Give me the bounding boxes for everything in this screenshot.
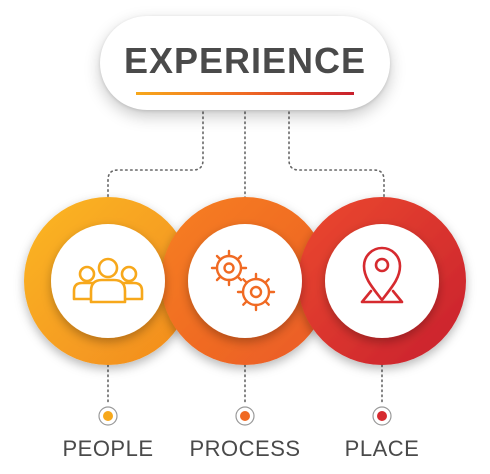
diagram-title: EXPERIENCE	[123, 40, 367, 81]
bullet-process	[235, 406, 255, 426]
people-icon	[72, 257, 144, 304]
connector-place	[288, 111, 385, 206]
connector-people	[107, 111, 204, 206]
disc-place	[325, 224, 439, 338]
title-underline	[136, 92, 354, 95]
connector-lines	[107, 111, 385, 403]
label-place: PLACE	[344, 436, 420, 461]
bullet-people	[98, 406, 118, 426]
gears-icon	[210, 249, 276, 312]
label-people: PEOPLE	[62, 436, 154, 461]
label-process: PROCESS	[189, 436, 301, 461]
location-pin-icon	[360, 246, 404, 304]
bullet-place	[372, 406, 392, 426]
title-pill: EXPERIENCE	[100, 16, 390, 110]
